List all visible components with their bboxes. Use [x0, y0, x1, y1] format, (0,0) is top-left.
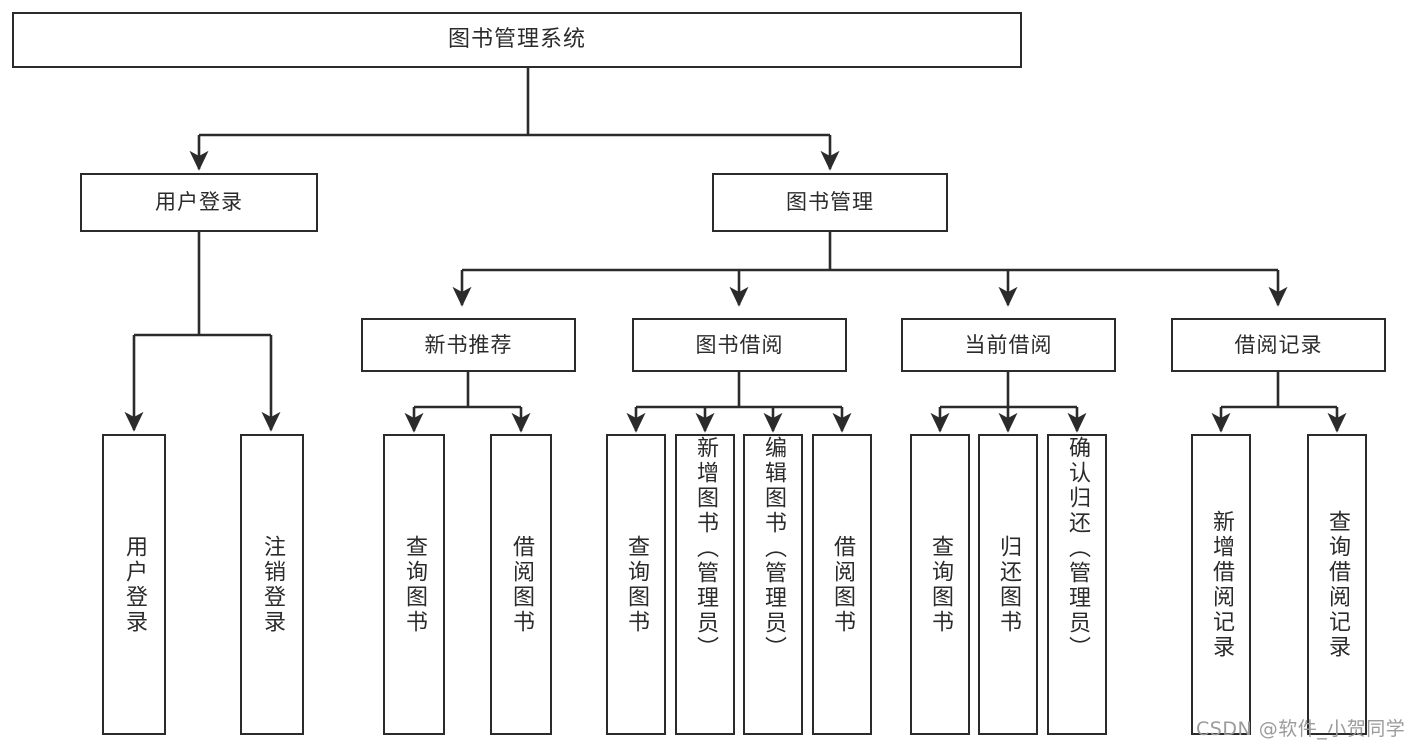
node-leaf-query-book-3-label: 查询图书 — [927, 534, 953, 635]
node-borrow-record[interactable]: 借阅记录 — [1171, 318, 1386, 372]
node-leaf-add-record-label: 新增借阅记录 — [1208, 509, 1234, 660]
node-leaf-return-book[interactable]: 归还图书 — [978, 434, 1038, 735]
node-leaf-query-book-2-label: 查询图书 — [623, 534, 649, 635]
node-user-login-label: 用户登录 — [155, 190, 243, 215]
node-leaf-user-logout[interactable]: 注销登录 — [240, 434, 304, 735]
node-leaf-query-book-1[interactable]: 查询图书 — [383, 434, 445, 735]
csdn-watermark: CSDN @软件_小贺同学 — [1196, 718, 1405, 740]
node-current-borrow[interactable]: 当前借阅 — [901, 318, 1116, 372]
node-borrow-record-label: 借阅记录 — [1234, 332, 1323, 357]
node-leaf-borrow-book-2[interactable]: 借阅图书 — [812, 434, 872, 735]
node-root-label: 图书管理系统 — [447, 27, 586, 53]
node-leaf-edit-book[interactable]: 编辑图书（管理员） — [743, 434, 803, 735]
node-leaf-query-record[interactable]: 查询借阅记录 — [1307, 434, 1367, 735]
node-leaf-edit-book-label: 编辑图书（管理员） — [760, 436, 786, 661]
node-leaf-user-logout-label: 注销登录 — [259, 534, 285, 635]
node-book-borrow-label: 图书借阅 — [695, 332, 784, 357]
node-leaf-query-record-label: 查询借阅记录 — [1324, 509, 1350, 660]
node-new-book-recommend[interactable]: 新书推荐 — [361, 318, 576, 372]
node-leaf-return-book-label: 归还图书 — [995, 534, 1021, 635]
node-leaf-query-book-3[interactable]: 查询图书 — [910, 434, 970, 735]
node-leaf-confirm-return-label: 确认归还（管理员） — [1064, 436, 1090, 661]
node-leaf-query-book-1-label: 查询图书 — [401, 534, 427, 635]
node-new-book-recommend-label: 新书推荐 — [424, 332, 513, 357]
node-leaf-user-login[interactable]: 用户登录 — [102, 434, 166, 735]
node-leaf-user-login-label: 用户登录 — [121, 534, 147, 635]
node-leaf-add-record[interactable]: 新增借阅记录 — [1191, 434, 1251, 735]
node-user-login[interactable]: 用户登录 — [80, 173, 318, 232]
node-leaf-query-book-2[interactable]: 查询图书 — [606, 434, 666, 735]
node-leaf-add-book-label: 新增图书（管理员） — [692, 436, 718, 661]
node-leaf-borrow-book-1-label: 借阅图书 — [508, 534, 534, 635]
node-current-borrow-label: 当前借阅 — [964, 332, 1053, 357]
node-leaf-add-book[interactable]: 新增图书（管理员） — [675, 434, 735, 735]
node-leaf-confirm-return[interactable]: 确认归还（管理员） — [1047, 434, 1107, 735]
node-root[interactable]: 图书管理系统 — [12, 12, 1022, 68]
node-book-manage-label: 图书管理 — [786, 190, 874, 215]
node-book-borrow[interactable]: 图书借阅 — [632, 318, 847, 372]
node-leaf-borrow-book-1[interactable]: 借阅图书 — [490, 434, 552, 735]
node-book-manage[interactable]: 图书管理 — [712, 173, 948, 232]
node-leaf-borrow-book-2-label: 借阅图书 — [829, 534, 855, 635]
